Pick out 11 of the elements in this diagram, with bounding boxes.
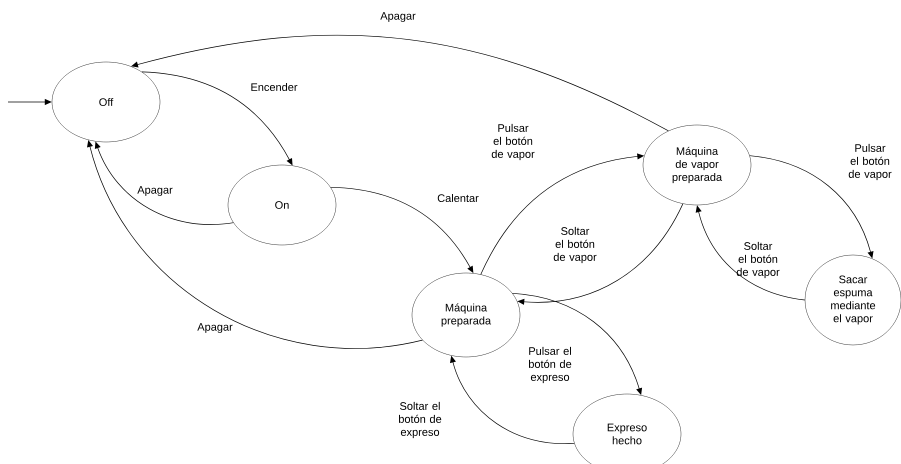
edge-label: Soltar el botón de expreso — [399, 402, 442, 438]
edge-label: Pulsar el botón de expreso — [529, 346, 572, 384]
edge-label: Soltar el botón de vapor — [736, 242, 780, 278]
edge-label: Soltar el botón de vapor — [554, 226, 597, 264]
edge-label: Pulsar el botón de vapor — [492, 124, 535, 160]
edge-label: Apagar — [137, 186, 173, 196]
edge-label: Apagar — [380, 12, 416, 22]
edge-label: Pulsar el botón de vapor — [848, 144, 892, 180]
edge-label: Calentar — [438, 194, 479, 202]
edge-label: Encender — [251, 82, 298, 92]
edge-label: Apagar — [197, 323, 233, 333]
